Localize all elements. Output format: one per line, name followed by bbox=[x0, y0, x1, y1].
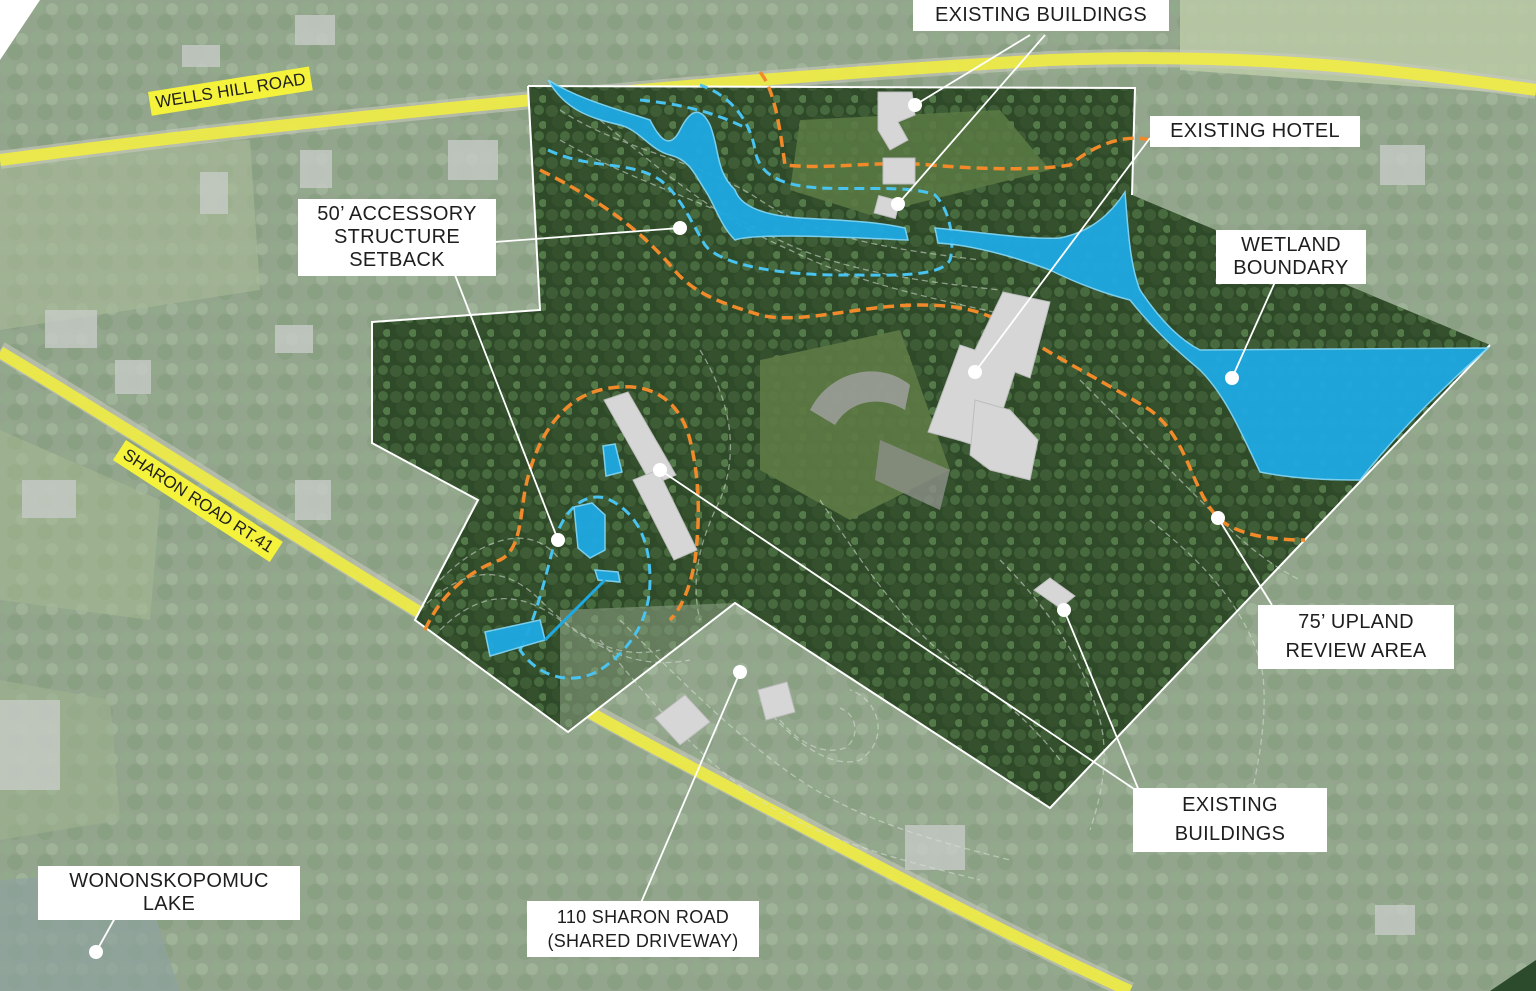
corner-accent-top-left bbox=[0, 0, 40, 60]
parcel-boundary bbox=[371, 85, 1491, 810]
wells-hill-road bbox=[0, 52, 1536, 166]
label-accessory-setback: 50’ ACCESSORY STRUCTURE SETBACK bbox=[298, 199, 496, 276]
sharon-road bbox=[0, 346, 1133, 991]
existing-building-footprints bbox=[603, 91, 1076, 746]
label-wetland-boundary: WETLAND BOUNDARY bbox=[1216, 230, 1366, 284]
wetland-areas bbox=[484, 79, 1490, 657]
label-shared-driveway: 110 SHARON ROAD (SHARED DRIVEWAY) bbox=[527, 901, 759, 957]
label-existing-buildings-top: EXISTING BUILDINGS bbox=[913, 0, 1169, 31]
label-upland-review: 75’ UPLAND REVIEW AREA bbox=[1258, 605, 1454, 669]
neighbor-houses bbox=[0, 15, 1425, 935]
label-existing-hotel: EXISTING HOTEL bbox=[1150, 116, 1360, 147]
leader-lines bbox=[95, 34, 1276, 953]
leader-dots bbox=[89, 98, 1239, 959]
contour-lines bbox=[419, 109, 1301, 881]
corner-accent-bottom-right bbox=[1490, 960, 1536, 991]
label-lake: WONONSKOPOMUC LAKE bbox=[38, 866, 300, 920]
accessory-setback-line bbox=[518, 83, 954, 680]
upland-review-line bbox=[423, 70, 1306, 631]
label-existing-buildings-bottom: EXISTING BUILDINGS bbox=[1133, 788, 1327, 852]
